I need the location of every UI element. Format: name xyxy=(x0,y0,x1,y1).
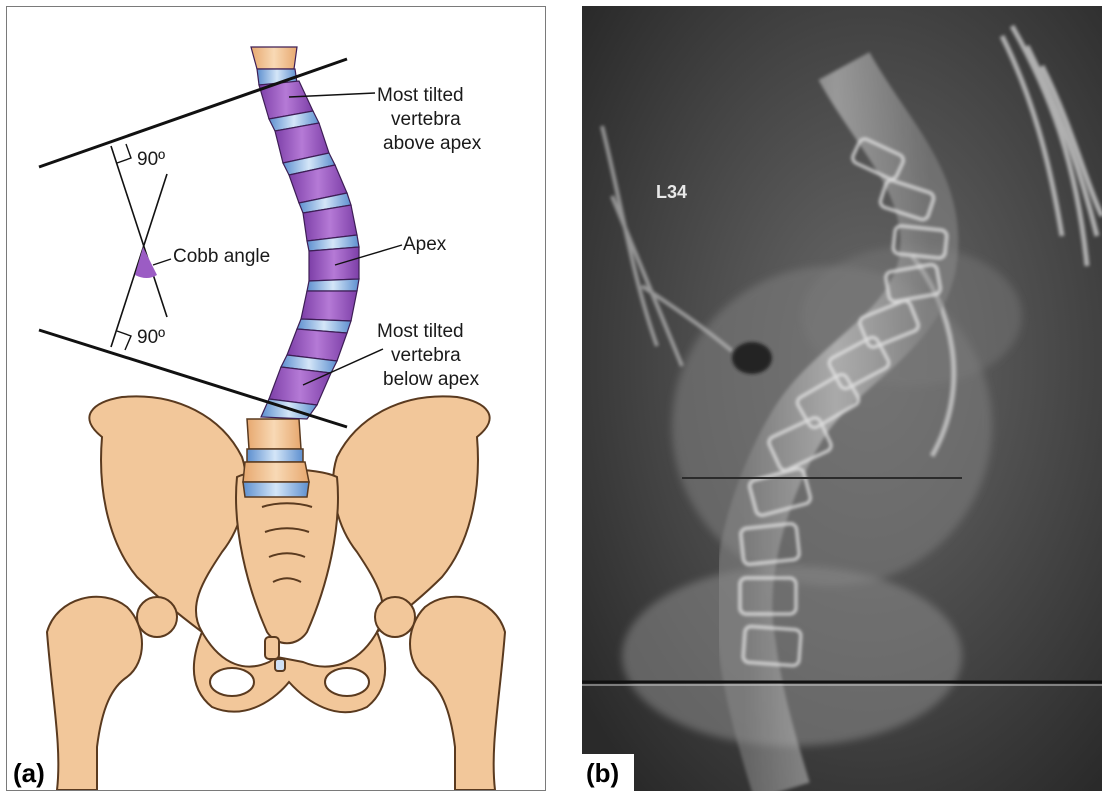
angle-label-top: 90º xyxy=(137,149,165,170)
scoliotic-spine xyxy=(251,47,359,419)
illustration-panel: Most tilted vertebra above apex Apex Mos… xyxy=(6,6,546,791)
angle-label-bottom: 90º xyxy=(137,327,165,348)
upper-vertebra-label-line1: Most tilted xyxy=(377,85,464,106)
right-angle-mark-bottom xyxy=(117,331,131,350)
lower-perpendicular xyxy=(111,174,167,347)
panel-b-tag: (b) xyxy=(586,758,619,788)
xray-panel: L34 (b) xyxy=(582,6,1102,791)
cobb-angle-label: Cobb angle xyxy=(173,246,270,267)
spine-illustration: Most tilted vertebra above apex Apex Mos… xyxy=(7,7,545,790)
lead-marker-label: L34 xyxy=(656,182,687,202)
lower-vertebra-label-line1: Most tilted xyxy=(377,321,464,342)
upper-perpendicular xyxy=(111,146,167,317)
gas-shadow xyxy=(732,342,772,374)
upper-vertebra-label-line2: vertebra xyxy=(391,109,461,130)
apex-label: Apex xyxy=(403,234,447,255)
right-angle-mark-top xyxy=(117,144,131,163)
lumbar-spine xyxy=(243,419,309,497)
lower-vertebra-label-line3: below apex xyxy=(383,369,480,390)
panel-a-tag: (a) xyxy=(13,758,45,788)
upper-vertebra-label-line3: above apex xyxy=(383,133,482,154)
lower-vertebra-label-line2: vertebra xyxy=(391,345,461,366)
xray-image: L34 (b) xyxy=(582,6,1102,791)
